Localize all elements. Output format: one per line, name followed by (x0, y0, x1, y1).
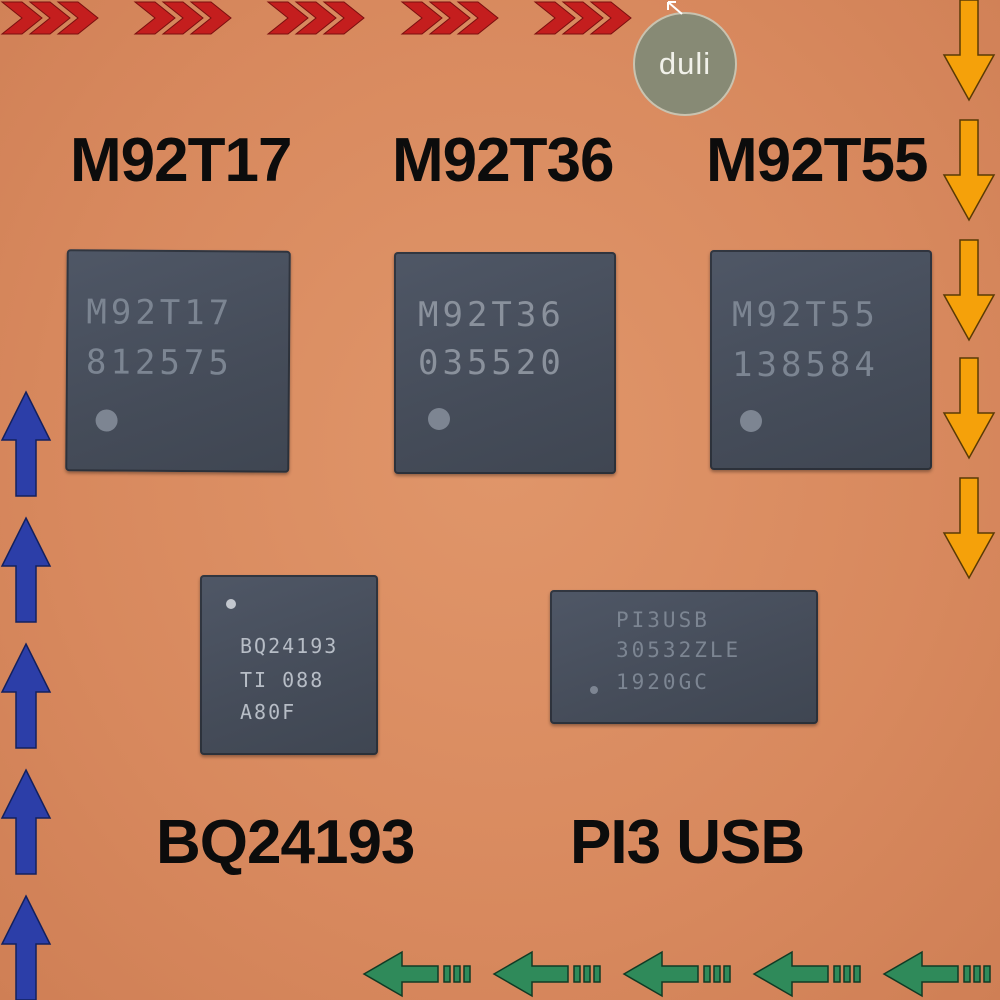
arrow-down-icon (942, 119, 996, 222)
chip-m92t36: M92T36 035520 (394, 252, 616, 474)
watermark-text: duli (658, 46, 712, 81)
pin1-marker (590, 686, 598, 694)
left-arrow-border (0, 390, 52, 1000)
arrow-left-icon (882, 950, 991, 998)
chip-marking-line3: 1920GC (616, 670, 710, 694)
chevron-right-icon (533, 1, 632, 35)
chip-marking-line1: M92T36 (418, 295, 565, 335)
chip-marking-line2: TI 088 (240, 668, 325, 692)
chevron-right-icon (400, 1, 499, 35)
chip-marking-line3: A80F (240, 700, 297, 724)
label-m92t17: M92T17 (70, 126, 292, 195)
pin1-marker (740, 410, 762, 432)
arrow-up-icon (0, 516, 52, 623)
chip-marking-line2: 30532ZLE (616, 638, 742, 662)
chevron-right-icon (0, 1, 99, 35)
arrow-down-icon (942, 239, 996, 342)
chip-marking-line2: 812575 (85, 342, 233, 384)
top-arrow-border (0, 1, 632, 35)
chevron-right-icon (133, 1, 232, 35)
label-pi3usb: PI3 USB (570, 808, 805, 877)
arrow-left-icon (752, 950, 861, 998)
pin1-marker (226, 599, 236, 609)
arrow-left-icon (362, 950, 471, 998)
right-arrow-border (942, 0, 996, 580)
arrow-down-icon (942, 477, 996, 580)
chip-marking-line1: M92T55 (732, 295, 879, 335)
pin1-marker (95, 409, 118, 432)
cursor-icon (667, 1, 683, 15)
chip-bq24193: BQ24193 TI 088 A80F (200, 575, 378, 755)
label-bq24193: BQ24193 (156, 808, 415, 877)
watermark-badge: duli (633, 12, 737, 116)
arrow-up-icon (0, 768, 52, 875)
chip-marking-line1: M92T17 (86, 292, 234, 334)
label-m92t55: M92T55 (706, 126, 928, 195)
arrow-up-icon (0, 894, 52, 1000)
bottom-arrow-border (362, 950, 991, 998)
chip-m92t17: M92T17 812575 (65, 249, 291, 473)
pin1-marker (428, 408, 450, 430)
chip-marking-line1: PI3USB (616, 608, 710, 632)
arrow-down-icon (942, 357, 996, 460)
chip-pi3usb: PI3USB 30532ZLE 1920GC (550, 590, 818, 724)
arrow-up-icon (0, 642, 52, 749)
arrow-left-icon (622, 950, 731, 998)
chip-m92t55: M92T55 138584 (710, 250, 932, 470)
label-m92t36: M92T36 (392, 126, 614, 195)
chip-marking-line1: BQ24193 (240, 634, 339, 658)
arrow-left-icon (492, 950, 601, 998)
chip-marking-line2: 035520 (418, 343, 565, 383)
chevron-right-icon (266, 1, 365, 35)
arrow-down-icon (942, 0, 996, 102)
chip-marking-line2: 138584 (732, 345, 879, 385)
arrow-up-icon (0, 390, 52, 497)
